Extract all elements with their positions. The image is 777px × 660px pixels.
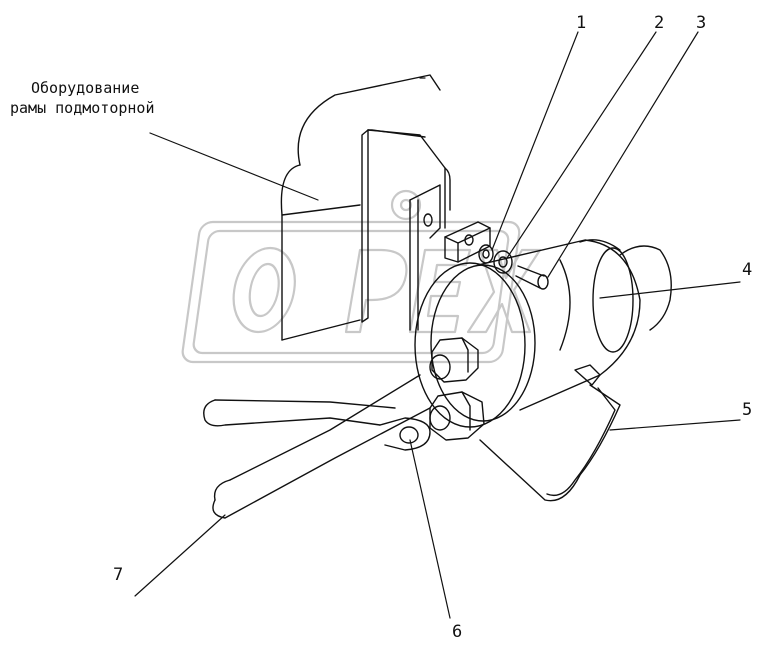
wire-clip	[479, 364, 621, 502]
callout-7: 7	[113, 565, 124, 585]
cable-tube	[203, 374, 431, 519]
mounting-bracket	[361, 129, 451, 331]
callout-5: 5	[742, 400, 753, 420]
callout-3: 3	[696, 13, 707, 33]
caption-line-2: рамы подмоторной	[10, 99, 155, 117]
frame-equipment-sheet	[280, 74, 441, 341]
callout-6: 6	[452, 622, 463, 642]
callout-1: 1	[576, 13, 587, 33]
relay-body	[414, 239, 672, 428]
caption-line-1: Оборудование	[31, 79, 140, 97]
washer-2	[493, 250, 513, 274]
callout-4: 4	[742, 260, 753, 280]
clamp-plate	[444, 221, 491, 263]
pin-3	[515, 265, 549, 290]
watermark-logo	[181, 189, 542, 364]
leader-lines	[134, 31, 741, 619]
terminal-bolt-lower	[429, 391, 485, 441]
cable-lug	[379, 417, 431, 451]
callout-2: 2	[654, 13, 665, 33]
terminal-bolt-upper	[429, 337, 479, 383]
